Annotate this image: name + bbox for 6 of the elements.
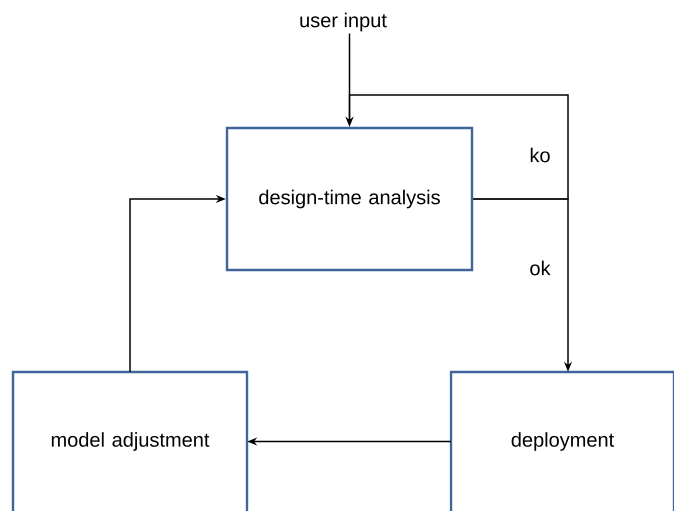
edge-label: ok [530, 260, 551, 276]
process-box: model adjustment [12, 370, 248, 511]
edge-label: ko [530, 148, 550, 162]
process-box: deployment [450, 370, 674, 511]
process-box: design-time analysis [226, 126, 474, 272]
input-label: user input [300, 12, 387, 32]
